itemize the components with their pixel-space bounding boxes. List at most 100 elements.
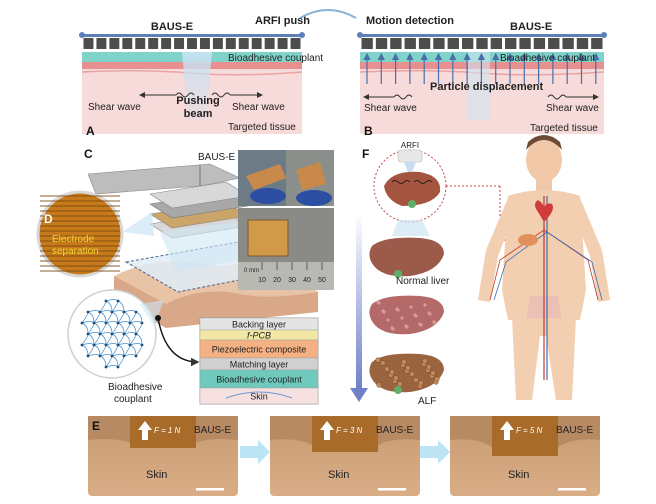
- panel-c-layer-label: Piezoelectric composite: [212, 345, 307, 355]
- panel-e-skin-label: Skin: [508, 469, 529, 481]
- panel-c-network-node: [92, 343, 96, 347]
- panel-b-transducer-element: [418, 38, 431, 49]
- panel-c-network-node: [104, 343, 108, 347]
- panel-b-couplant-label: Bioadhesive couplant: [500, 53, 595, 64]
- panel-a-transducer-element: [148, 38, 159, 49]
- panel-e-scale-bar: [196, 488, 224, 491]
- panel-c-network-node: [122, 332, 126, 336]
- panel-e-skin-label: Skin: [146, 469, 167, 481]
- panel-f-alf-nodule: [380, 360, 386, 366]
- panel-a-wave-right-label: Shear wave: [232, 102, 285, 113]
- panel-a: BAUS-E ARFI push Bioadhesive couplant Pu…: [79, 15, 323, 138]
- panel-c-fpcb-ribbon: [87, 163, 241, 195]
- panel-a-transducer-element: [199, 38, 210, 49]
- panel-c-network-node: [86, 354, 90, 358]
- panel-b-letter: B: [364, 124, 373, 138]
- panel-b-beam: [468, 52, 490, 120]
- body-vein-right: [546, 231, 603, 301]
- panel-e-device: [130, 416, 196, 448]
- panel-f-fibrotic-spot: [409, 305, 413, 309]
- panel-b-transducer-element: [548, 38, 560, 49]
- panel-f-liver-normal: [369, 237, 444, 277]
- panel-e-scale-bar: [558, 488, 586, 491]
- panel-b-tissue-label: Targeted tissue: [530, 123, 598, 134]
- panel-a-wave-right-squiggle: [211, 92, 231, 98]
- panel-d-micrograph: [36, 190, 124, 278]
- panel-b-transducer-element: [476, 38, 488, 49]
- body-legs: [512, 318, 576, 400]
- panel-b-transducer-element: [461, 38, 474, 49]
- panel-e-letter: E: [92, 419, 100, 433]
- panel-f-zoom-gallbladder: [408, 200, 416, 208]
- panel-e-arrow-1: [240, 440, 270, 464]
- panel-d-line1: Electrode: [52, 234, 95, 245]
- panel-c-network-node: [98, 310, 102, 314]
- panel-f-alf-nodule: [405, 365, 411, 371]
- panel-a-transducer-element: [122, 38, 133, 49]
- panel-b-transducer-element: [375, 38, 388, 49]
- panel-c-layer-label: Backing layer: [232, 320, 286, 330]
- body-hair: [526, 135, 562, 150]
- panel-c-photo-glove-1: [250, 188, 286, 204]
- panel-d-callout: [122, 212, 154, 236]
- panel-a-wave-left-label: Shear wave: [88, 102, 141, 113]
- panel-d-letter: D: [44, 212, 53, 226]
- panel-f-fibrotic-spot: [377, 301, 381, 305]
- panel-c-layer-label: Skin: [250, 392, 268, 402]
- panel-c-network: [80, 299, 144, 369]
- panel-a-transducer-element: [225, 38, 236, 49]
- panel-a-beam-line2: beam: [184, 108, 213, 120]
- panel-a-transducer-element: [290, 38, 301, 49]
- panel-b-action-label: Motion detection: [366, 15, 454, 27]
- panel-b-device-label: BAUS-E: [510, 21, 552, 33]
- panel-e-device-label: BAUS-E: [376, 425, 414, 436]
- panel-f-alf-nodule: [397, 381, 403, 387]
- panel-c-ruler-tick-label: 50: [318, 277, 326, 284]
- panel-c-network-node: [86, 310, 90, 314]
- panel-a-transducer-element: [109, 38, 120, 49]
- panel-b-transducer-element: [447, 38, 459, 49]
- panel-c-network-node: [110, 310, 114, 314]
- panel-f-fibrotic-spot: [400, 316, 404, 320]
- panel-c-network-node: [116, 321, 120, 325]
- panel-c-network-node: [140, 343, 144, 347]
- panel-a-transducer-element: [277, 38, 288, 49]
- panel-f-progression-bar: [356, 212, 362, 390]
- panel-e-arrow-2: [420, 440, 450, 464]
- panel-c-network-node: [116, 365, 120, 369]
- body-arm-left: [478, 198, 512, 302]
- panel-f-human-body: [478, 135, 610, 400]
- panel-c-photo-device-1: [246, 164, 286, 190]
- panel-f-fibrotic-spot: [414, 314, 418, 318]
- panel-b-wave-right-label: Shear wave: [546, 103, 599, 114]
- panel-b-node-right: [601, 32, 607, 38]
- panel-f-normal-label: Normal liver: [396, 276, 450, 287]
- panel-c-letter: C: [84, 147, 93, 161]
- panel-f-alf-nodule: [384, 366, 390, 372]
- panel-c-photo-glove-2: [296, 190, 332, 206]
- panel-c-layer-label: Matching layer: [230, 360, 289, 370]
- panel-b-transducer-element: [490, 38, 503, 49]
- panel-b-transducer-element: [576, 38, 589, 49]
- panel-c-network-node: [80, 343, 84, 347]
- panel-b-wave-left-squiggle: [393, 94, 413, 100]
- panel-c-layer-label: Bioadhesive couplant: [216, 375, 302, 385]
- panel-f-zoom-wave-right: [413, 180, 433, 184]
- panel-b-transducer-element: [404, 38, 416, 49]
- panel-e-force-label: F = 3 N: [336, 426, 363, 435]
- panel-c-layer-row: [199, 387, 319, 405]
- panel-a-transducer-element: [135, 38, 146, 49]
- panel-c-photo-device-2: [296, 162, 326, 190]
- panel-a-transducer-element: [83, 38, 94, 49]
- panel-f-zoom-wave-left: [391, 180, 411, 184]
- panel-b-backing: [360, 34, 604, 37]
- panel-f-zoom-beam: [392, 220, 430, 236]
- panel-f-fibrotic-spot: [396, 308, 400, 312]
- panel-f-alf-nodule: [413, 377, 419, 383]
- panel-f-progression-head: [350, 388, 368, 402]
- panel-c-network-node: [104, 365, 108, 369]
- panel-f-alf-nodule: [393, 375, 399, 381]
- body-liver: [518, 234, 538, 246]
- panel-f-fibrotic-spot: [391, 327, 395, 331]
